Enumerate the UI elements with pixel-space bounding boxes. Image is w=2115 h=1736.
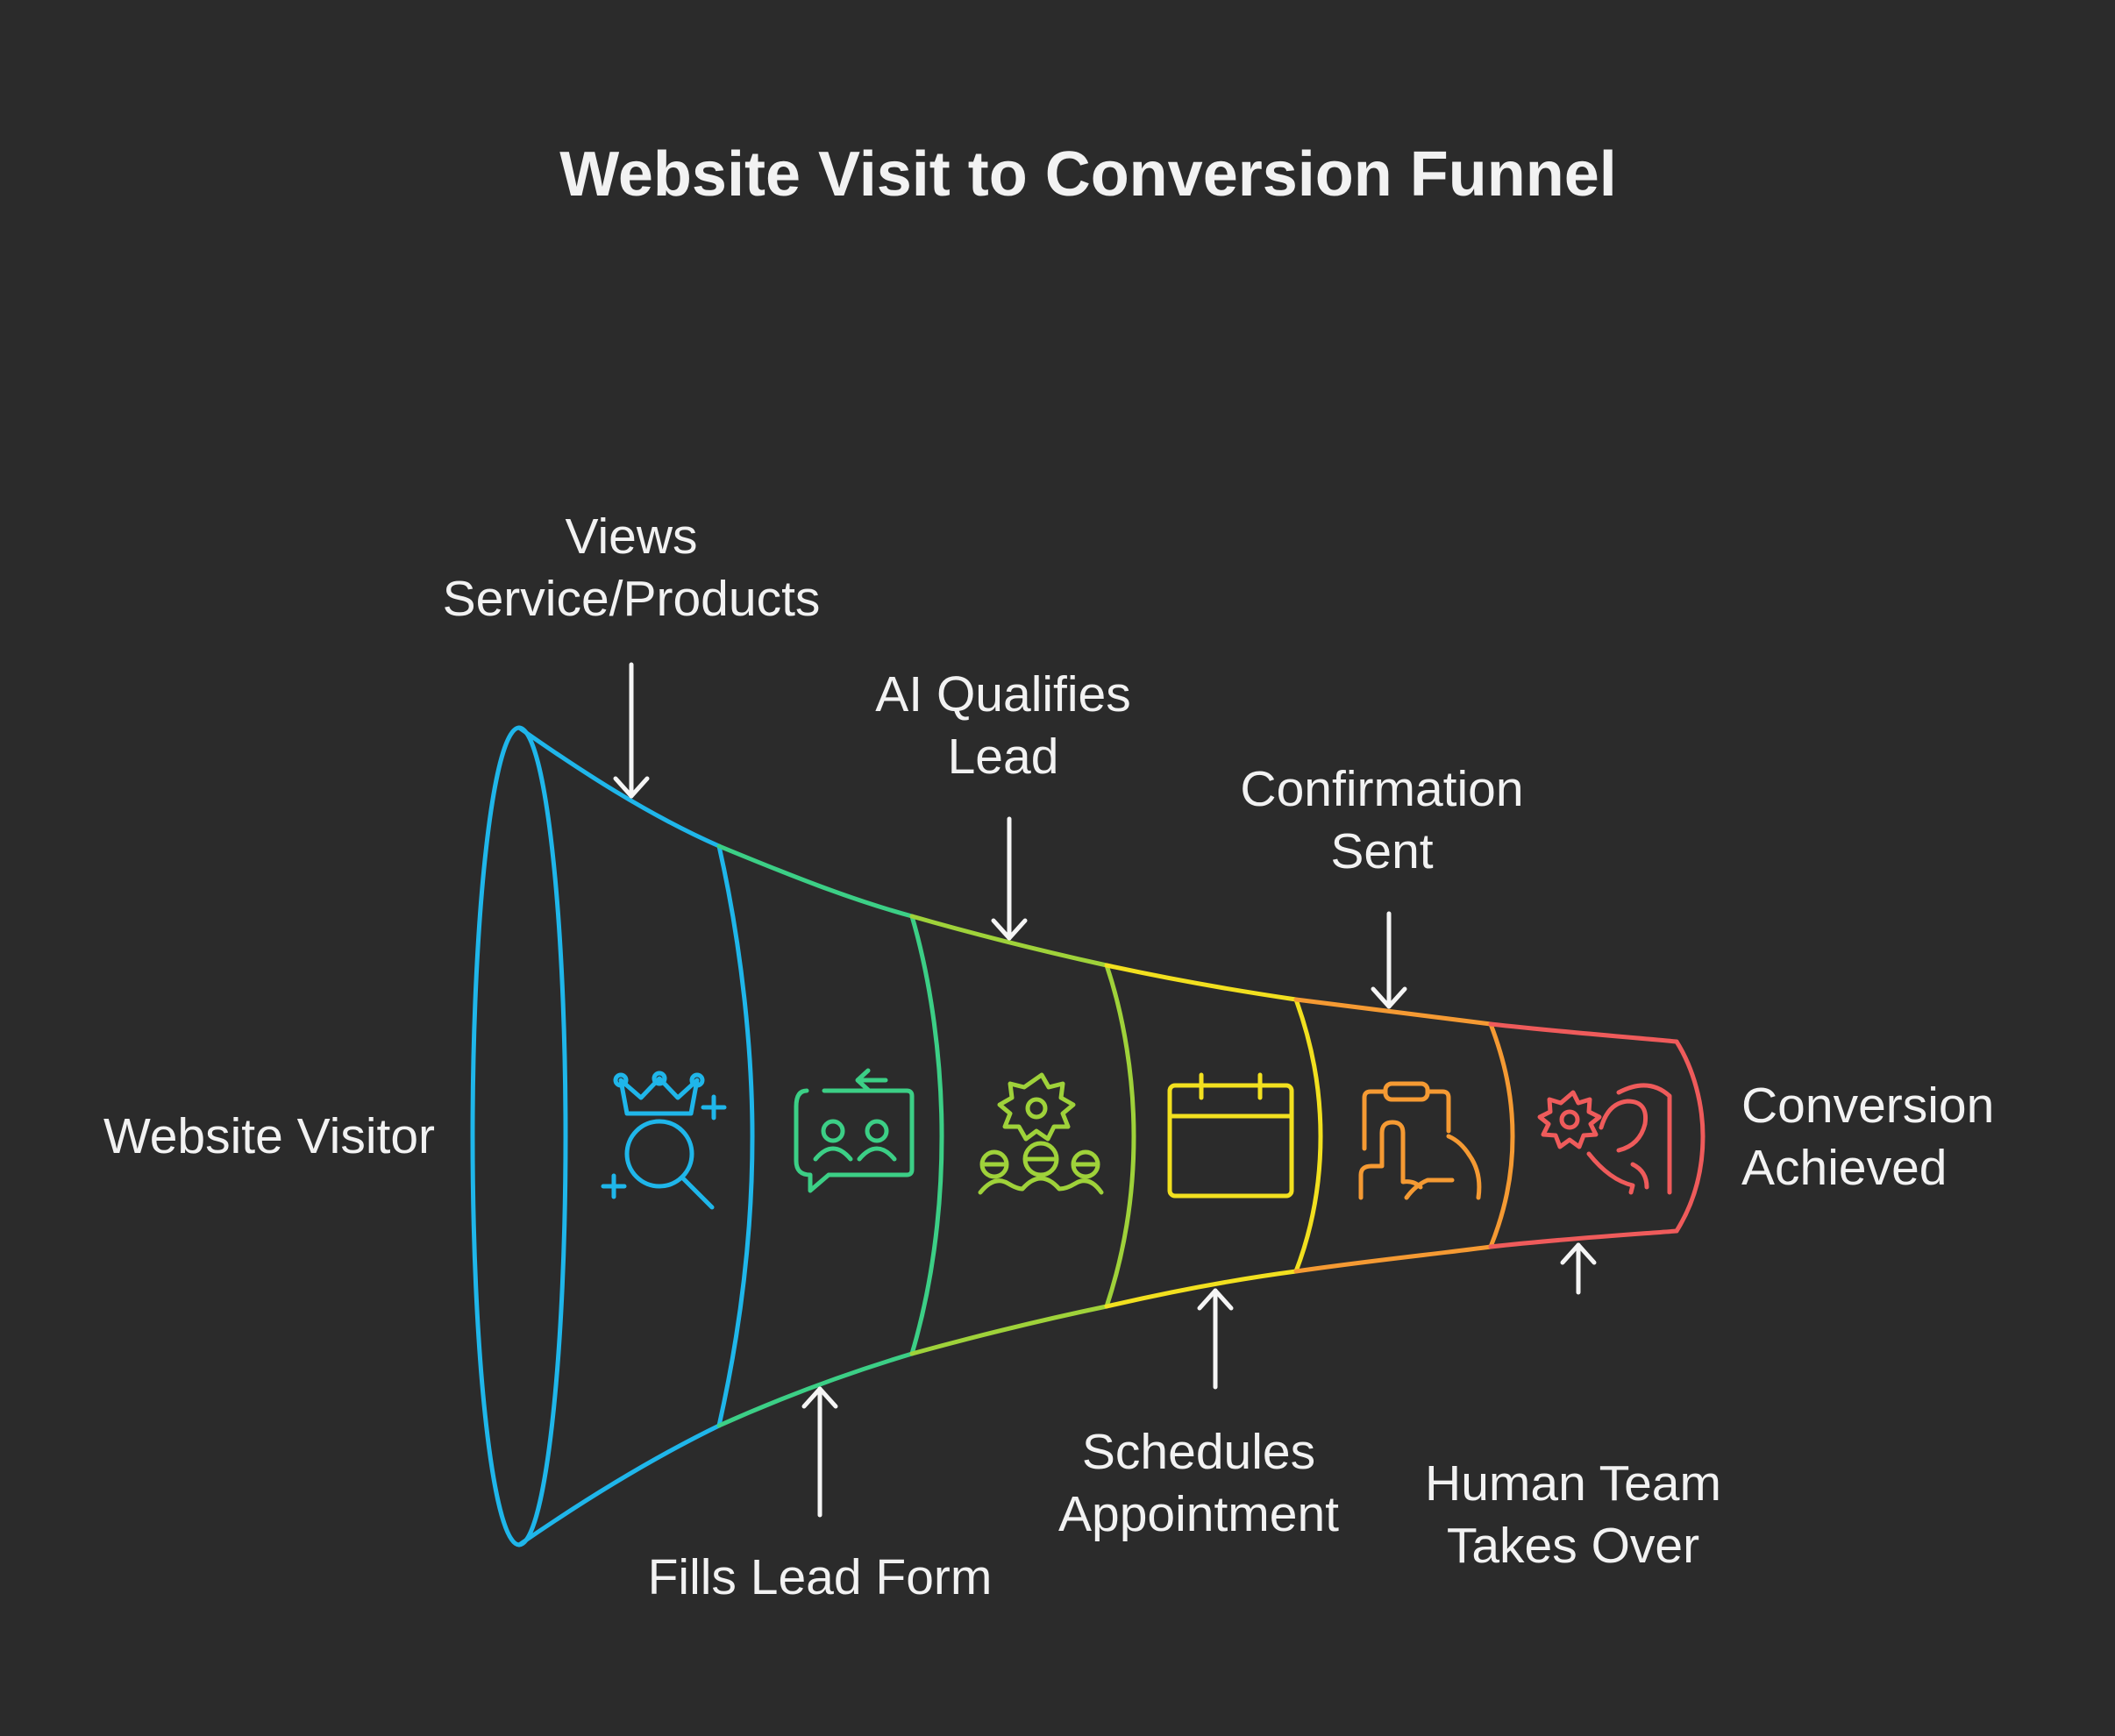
funnel-segment-2 bbox=[716, 843, 944, 1428]
funnel-segment-3 bbox=[909, 914, 1136, 1356]
gear-team-icon bbox=[978, 1072, 1104, 1195]
funnel-divider-3 bbox=[1104, 963, 1136, 1309]
funnel bbox=[470, 725, 1706, 1547]
label-schedules-line2: Appointment bbox=[1058, 1486, 1339, 1542]
funnel-top-edge-6 bbox=[1488, 1021, 1679, 1044]
crown-search-icon bbox=[601, 1071, 727, 1210]
label-website-visitor: Website Visitor bbox=[103, 1108, 435, 1164]
hand-gear-icon bbox=[1537, 1083, 1672, 1195]
funnel-top-edge-2 bbox=[716, 843, 915, 919]
label-ai-qualifies-line2: Lead bbox=[948, 729, 1059, 785]
label-conversion-line1: Conversion bbox=[1741, 1078, 1994, 1134]
funnel-top-edge-4 bbox=[1104, 963, 1299, 1002]
funnel-segment-6 bbox=[1488, 1021, 1706, 1249]
funnel-divider-2 bbox=[909, 914, 944, 1356]
funnel-segment-5 bbox=[1293, 997, 1515, 1274]
clipboard-hand-icon bbox=[1358, 1081, 1482, 1200]
label-confirmation-line2: Sent bbox=[1330, 823, 1433, 879]
funnel-segment-4 bbox=[1104, 963, 1323, 1309]
label-human-team-line1: Human Team bbox=[1425, 1455, 1721, 1512]
arrow-confirmation bbox=[1371, 911, 1407, 1009]
calendar-icon bbox=[1167, 1072, 1294, 1199]
funnel-bottom-edge-2 bbox=[716, 1351, 915, 1428]
funnel-bottom-edge-3 bbox=[909, 1304, 1109, 1356]
funnel-divider-1 bbox=[716, 843, 755, 1428]
funnel-top-edge-5 bbox=[1293, 997, 1493, 1027]
label-views-line1: Views bbox=[565, 509, 697, 565]
label-confirmation-line1: Confirmation bbox=[1240, 761, 1523, 817]
funnel-divider-4 bbox=[1293, 997, 1323, 1274]
funnel-bottom-edge-5 bbox=[1293, 1244, 1493, 1274]
arrow-views bbox=[613, 662, 650, 799]
chat-users-icon bbox=[794, 1068, 915, 1193]
diagram-title: Website Visit to Conversion Funnel bbox=[559, 139, 1617, 210]
funnel-mouth-ellipse bbox=[470, 725, 568, 1547]
label-ai-qualifies-line1: AI Qualifies bbox=[875, 666, 1130, 722]
funnel-top-edge-1 bbox=[516, 725, 722, 849]
label-views-line2: Service/Products bbox=[443, 571, 821, 627]
funnel-top-edge-3 bbox=[909, 914, 1109, 968]
arrow-schedules bbox=[1197, 1288, 1234, 1390]
arrow-ai-qualifies bbox=[991, 816, 1028, 941]
funnel-divider-5 bbox=[1488, 1021, 1515, 1249]
funnel-segment-1 bbox=[470, 725, 755, 1547]
arrow-fills bbox=[801, 1386, 838, 1518]
funnel-bottom-edge-6 bbox=[1488, 1228, 1679, 1249]
label-conversion-line2: Achieved bbox=[1741, 1140, 1948, 1196]
funnel-bottom-edge-1 bbox=[516, 1423, 722, 1547]
arrow-human-team bbox=[1560, 1242, 1597, 1295]
funnel-end-cap bbox=[1674, 1039, 1706, 1234]
label-fills-lead-form: Fills Lead Form bbox=[648, 1549, 993, 1605]
funnel-bottom-edge-4 bbox=[1104, 1269, 1299, 1309]
label-human-team-line2: Takes Over bbox=[1447, 1518, 1699, 1574]
label-schedules-line1: Schedules bbox=[1082, 1424, 1315, 1480]
